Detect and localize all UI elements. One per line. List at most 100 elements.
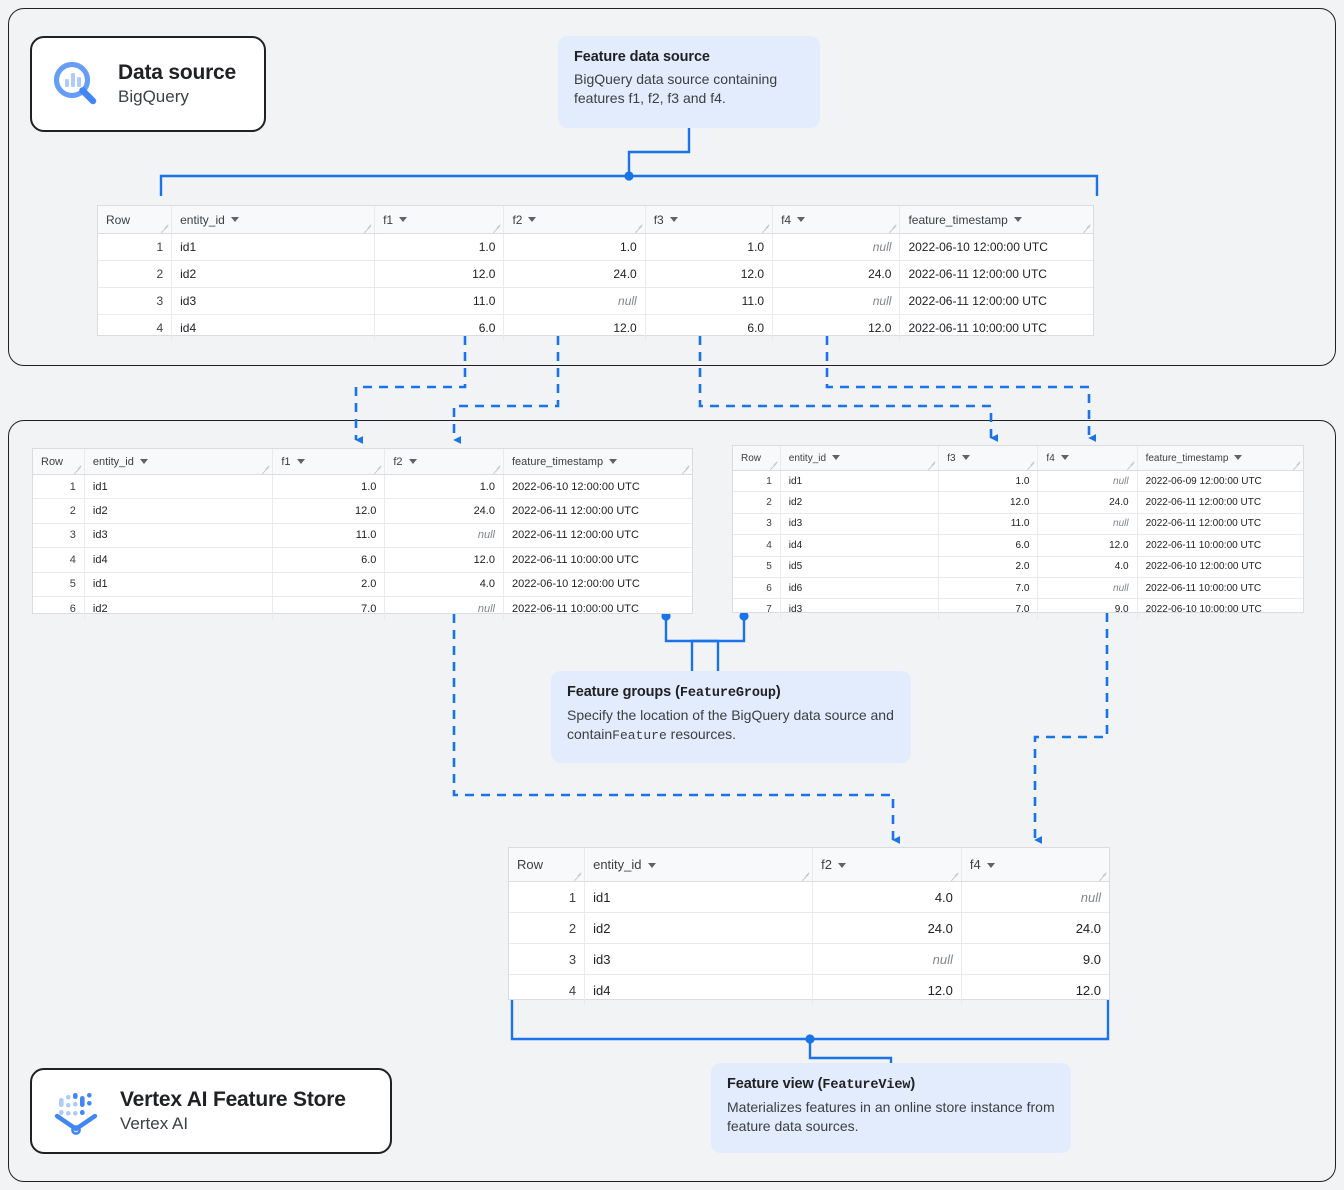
chevron-down-icon[interactable] <box>399 217 408 223</box>
column-resize-handle[interactable] <box>261 464 270 473</box>
callout-feature-view-title-tail: ) <box>910 1076 916 1092</box>
cell-null: null <box>1037 577 1138 600</box>
callout-feature-data-source-body: BigQuery data source containing features… <box>574 71 778 107</box>
chevron-down-icon[interactable] <box>832 454 841 460</box>
chevron-down-icon[interactable] <box>986 862 995 868</box>
column-resize-handle[interactable] <box>681 464 690 473</box>
callout-feature-view-title-code: FeatureView <box>822 1078 911 1093</box>
chevron-down-icon[interactable] <box>408 458 417 464</box>
cell-value: 6.0 <box>645 314 774 341</box>
column-resize-handle[interactable] <box>1082 223 1091 232</box>
column-header-entity_id[interactable]: entity_id <box>84 449 274 475</box>
column-header-f4[interactable]: f4 <box>961 848 1109 882</box>
column-header-f2[interactable]: f2 <box>503 206 646 234</box>
column-header-row[interactable]: Row <box>33 449 85 475</box>
chevron-down-icon[interactable] <box>1060 454 1069 460</box>
column-header-label: Row <box>41 455 64 468</box>
column-header-f1[interactable]: f1 <box>374 206 505 234</box>
chevron-down-icon[interactable] <box>139 458 148 464</box>
column-resize-handle[interactable] <box>888 223 897 232</box>
chevron-down-icon[interactable] <box>296 458 305 464</box>
column-resize-handle[interactable] <box>761 223 770 232</box>
column-resize-handle[interactable] <box>950 871 959 880</box>
column-header-label: f1 <box>383 212 394 227</box>
column-header-row[interactable]: Row <box>733 446 781 471</box>
vertex-card-subtitle: Vertex AI <box>120 1114 189 1134</box>
chevron-down-icon[interactable] <box>669 217 678 223</box>
cell-row-number: 1 <box>509 881 586 913</box>
column-header-f3[interactable]: f3 <box>645 206 774 234</box>
column-resize-handle[interactable] <box>573 871 582 880</box>
cell-row-number: 1 <box>733 470 781 493</box>
column-header-f2[interactable]: f2 <box>384 449 504 475</box>
column-header-f4[interactable]: f4 <box>772 206 901 234</box>
cell-value: 12.0 <box>1075 982 1101 998</box>
cell-text: id6 <box>780 577 940 600</box>
chevron-down-icon[interactable] <box>1013 217 1022 223</box>
chevron-down-icon[interactable] <box>528 217 537 223</box>
column-resize-handle[interactable] <box>492 464 501 473</box>
cell-null: null <box>384 596 504 621</box>
callout-feature-groups: Feature groups (FeatureGroup) Specify th… <box>551 671 911 763</box>
column-resize-handle[interactable] <box>363 223 372 232</box>
column-resize-handle[interactable] <box>769 460 778 469</box>
column-resize-handle[interactable] <box>1026 460 1035 469</box>
chevron-down-icon[interactable] <box>837 862 846 868</box>
column-header-f3[interactable]: f3 <box>938 446 1039 471</box>
callout-feature-view-title: Feature view (FeatureView) <box>727 1076 1055 1093</box>
column-resize-handle[interactable] <box>801 871 810 880</box>
cell-value: 1.0 <box>503 233 646 261</box>
column-header-entity_id[interactable]: entity_id <box>780 446 940 471</box>
cell-row-number: 6 <box>733 577 781 600</box>
data-source-card-title: Data source <box>118 60 237 84</box>
column-header-entity_id[interactable]: entity_id <box>584 848 814 882</box>
column-header-label: entity_id <box>180 212 225 227</box>
column-header-label: f2 <box>821 857 832 872</box>
column-header-row[interactable]: Row <box>98 206 173 234</box>
column-header-f1[interactable]: f1 <box>272 449 386 475</box>
chevron-down-icon[interactable] <box>1234 454 1243 460</box>
cell-null: null <box>772 287 901 315</box>
cell-text: id2 <box>780 491 940 514</box>
callout-feature-view-title-text: Feature view ( <box>727 1076 823 1092</box>
column-resize-handle[interactable] <box>634 223 643 232</box>
column-resize-handle[interactable] <box>1126 460 1135 469</box>
cell-text: 2022-06-11 12:00:00 UTC <box>503 498 692 524</box>
chevron-down-icon[interactable] <box>647 862 656 868</box>
column-header-feature_timestamp[interactable]: feature_timestamp <box>899 206 1093 234</box>
column-resize-handle[interactable] <box>492 223 501 232</box>
chevron-down-icon[interactable] <box>797 217 806 223</box>
column-header-f4[interactable]: f4 <box>1037 446 1138 471</box>
column-resize-handle[interactable] <box>1292 460 1301 469</box>
column-resize-handle[interactable] <box>160 223 169 232</box>
column-header-row[interactable]: Row <box>509 848 586 882</box>
column-header-feature_timestamp[interactable]: feature_timestamp <box>503 449 692 475</box>
cell-text: 2022-06-11 12:00:00 UTC <box>899 287 1093 315</box>
cell-value: 12.0 <box>374 260 505 288</box>
chevron-down-icon[interactable] <box>961 454 970 460</box>
column-resize-handle[interactable] <box>1098 871 1107 880</box>
callout-feature-groups-body-post: resources. <box>666 726 737 743</box>
cell-value: 24.0 <box>812 912 962 944</box>
callout-feature-groups-title-text: Feature groups ( <box>567 684 680 700</box>
chevron-down-icon[interactable] <box>230 217 239 223</box>
cell-row-number: 4 <box>509 974 586 1005</box>
column-resize-handle[interactable] <box>373 464 382 473</box>
cell-row-number: 3 <box>98 287 173 315</box>
column-header-f2[interactable]: f2 <box>812 848 962 882</box>
cell-value: 24.0 <box>772 260 901 288</box>
cell-row-number: 4 <box>98 314 173 341</box>
chevron-down-icon[interactable] <box>609 458 618 464</box>
column-resize-handle[interactable] <box>73 464 82 473</box>
column-header-feature_timestamp[interactable]: feature_timestamp <box>1137 446 1303 471</box>
cell-row-number: 2 <box>733 491 781 514</box>
column-resize-handle[interactable] <box>927 460 936 469</box>
column-header-entity_id[interactable]: entity_id <box>171 206 376 234</box>
